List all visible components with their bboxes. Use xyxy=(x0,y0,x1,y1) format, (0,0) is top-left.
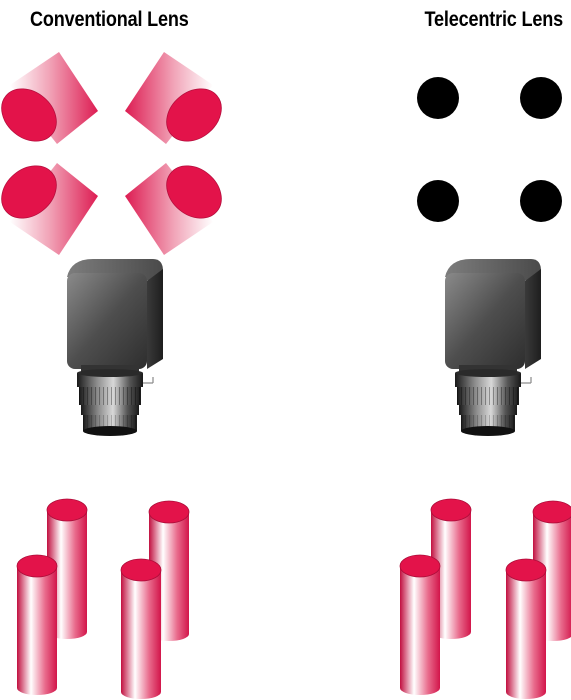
upright-cylinder-icon xyxy=(399,554,441,696)
upright-cylinder-icon xyxy=(505,558,547,700)
conventional-side-view xyxy=(16,498,190,700)
camera-icon xyxy=(66,258,164,437)
black-dot-icon xyxy=(520,77,562,119)
camera-icon xyxy=(444,258,542,437)
telecentric-top-view xyxy=(417,77,562,222)
black-dot-icon xyxy=(417,77,459,119)
tilted-cylinder-icon xyxy=(124,51,233,153)
upright-cylinder-icon xyxy=(120,558,162,700)
black-dot-icon xyxy=(417,180,459,222)
conventional-top-view xyxy=(0,51,233,256)
tilted-cylinder-icon xyxy=(0,154,99,256)
tilted-cylinder-icon xyxy=(0,51,99,153)
telecentric-side-view xyxy=(399,498,571,700)
conventional-lens-title: Conventional Lens xyxy=(30,8,189,31)
upright-cylinder-icon xyxy=(16,554,58,696)
black-dot-icon xyxy=(520,180,562,222)
tilted-cylinder-icon xyxy=(124,154,233,256)
telecentric-lens-title: Telecentric Lens xyxy=(424,8,564,31)
